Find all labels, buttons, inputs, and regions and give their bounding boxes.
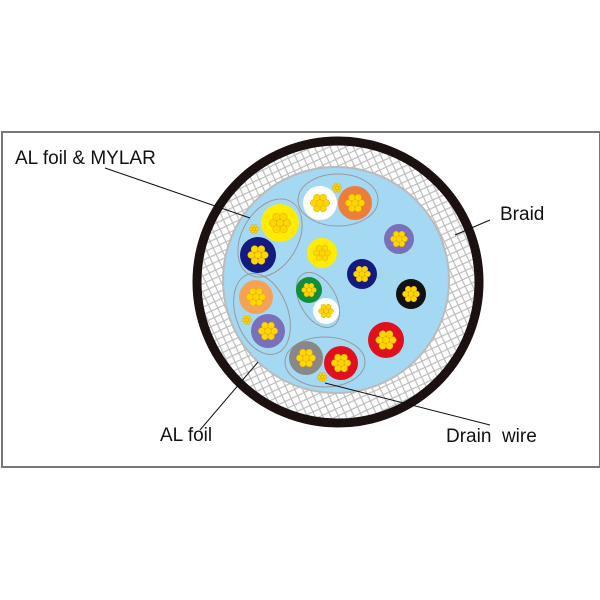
conductor-green bbox=[296, 277, 322, 303]
pair-foil-wraps bbox=[233, 173, 379, 388]
conductor-red bbox=[324, 346, 358, 380]
label-al-foil-mylar: AL foil & MYLAR bbox=[15, 148, 156, 169]
conductor-yellow bbox=[307, 238, 337, 268]
drain-wire bbox=[249, 224, 259, 234]
conductor-red bbox=[368, 322, 404, 358]
conductor-yellow bbox=[261, 204, 299, 242]
label-braid: Braid bbox=[500, 204, 545, 225]
conductor-gray bbox=[289, 341, 323, 375]
pair-wrap bbox=[233, 273, 291, 355]
conductor-purple bbox=[251, 314, 285, 348]
conductor-white bbox=[313, 298, 339, 324]
pair-wrap bbox=[297, 173, 379, 227]
drain-wire bbox=[317, 372, 327, 382]
drain-wire bbox=[242, 315, 252, 325]
conductor-white bbox=[303, 186, 337, 220]
pair-wrap bbox=[295, 272, 341, 328]
pair-wrap bbox=[284, 336, 366, 388]
conductor-navy bbox=[347, 259, 377, 289]
conductor-orange bbox=[338, 186, 372, 220]
jacket bbox=[192, 136, 484, 428]
conductor-light-orange bbox=[239, 280, 273, 314]
label-al-foil: AL foil bbox=[160, 425, 213, 446]
label-drain-wire: Drain wire bbox=[446, 426, 537, 447]
drain-wire bbox=[332, 183, 342, 193]
leader-lines bbox=[104, 167, 491, 431]
conductor-purple bbox=[384, 224, 414, 254]
conductor-navy bbox=[240, 237, 276, 273]
conductor-black bbox=[396, 279, 426, 309]
